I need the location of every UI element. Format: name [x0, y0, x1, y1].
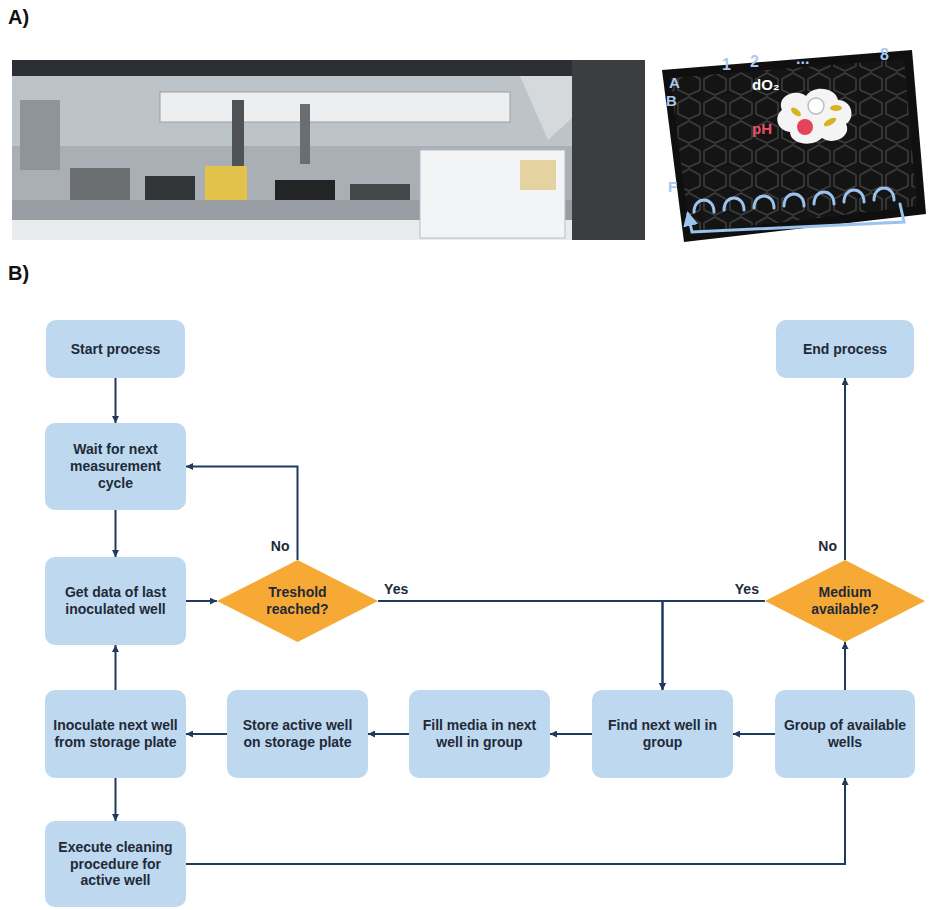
row-letter: B	[666, 92, 677, 109]
process-box: Get data of last inoculated well	[45, 557, 186, 645]
panel-letter: B)	[8, 262, 29, 285]
node-text: Wait for next measurement cycle	[53, 441, 178, 491]
flow-arrow	[115, 510, 117, 557]
process-box: Group of available wells	[775, 690, 915, 778]
flow-arrow	[550, 733, 592, 735]
branch-label: No	[816, 538, 839, 554]
node-text: Get data of last inoculated well	[53, 584, 178, 618]
process-box: Find next well in group	[592, 690, 733, 778]
decision-diamond: Medium available?	[765, 560, 925, 642]
flow-arrow	[368, 733, 409, 735]
decision-diamond: Treshold reached?	[217, 560, 378, 642]
branch-label: Yes	[733, 581, 761, 597]
sensor-label: dO₂	[752, 76, 780, 93]
flow-arrow	[733, 733, 775, 735]
robot-photo	[12, 60, 645, 240]
flow-arrow	[663, 601, 765, 690]
process-box: Inoculate next well from storage plate	[45, 690, 186, 778]
panel-letter: A)	[8, 6, 29, 29]
flow-arrow	[186, 778, 845, 864]
process-box: Store active well on storage plate	[227, 690, 368, 778]
process-box: Fill media in next well in group	[409, 690, 550, 778]
row-letter: F	[668, 178, 677, 195]
terminal-box: End process	[776, 320, 914, 378]
sensor-label: pH	[752, 120, 772, 137]
flow-arrow	[844, 378, 846, 560]
flow-arrow	[186, 600, 217, 602]
node-text: Group of available wells	[783, 717, 907, 751]
node-text: Start process	[71, 341, 160, 358]
node-text: Medium available?	[794, 584, 896, 618]
node-text: Store active well on storage plate	[235, 717, 360, 751]
node-text: Fill media in next well in group	[417, 717, 542, 751]
node-text: Treshold reached?	[246, 584, 349, 618]
row-letter: A	[669, 74, 680, 91]
column-number: 2	[750, 53, 759, 71]
terminal-box: Start process	[46, 320, 185, 378]
node-text: Find next well in group	[600, 717, 725, 751]
column-number: 1	[722, 56, 731, 74]
column-number: 8	[880, 46, 889, 64]
flow-arrow	[186, 467, 298, 561]
column-number: ...	[796, 50, 809, 68]
branch-label: No	[269, 538, 292, 554]
process-box: Execute cleaning procedure for active we…	[45, 821, 186, 907]
flow-arrow	[844, 642, 846, 690]
flow-arrow	[378, 601, 662, 690]
node-text: End process	[803, 341, 887, 358]
node-text: Execute cleaning procedure for active we…	[53, 839, 178, 889]
flow-arrow	[186, 733, 227, 735]
branch-label: Yes	[382, 581, 410, 597]
process-box: Wait for next measurement cycle	[45, 423, 186, 510]
flow-arrow	[115, 778, 117, 821]
flow-arrow	[115, 645, 117, 690]
microplate-illustration	[662, 50, 926, 242]
flow-arrow	[115, 378, 117, 423]
node-text: Inoculate next well from storage plate	[53, 717, 178, 751]
